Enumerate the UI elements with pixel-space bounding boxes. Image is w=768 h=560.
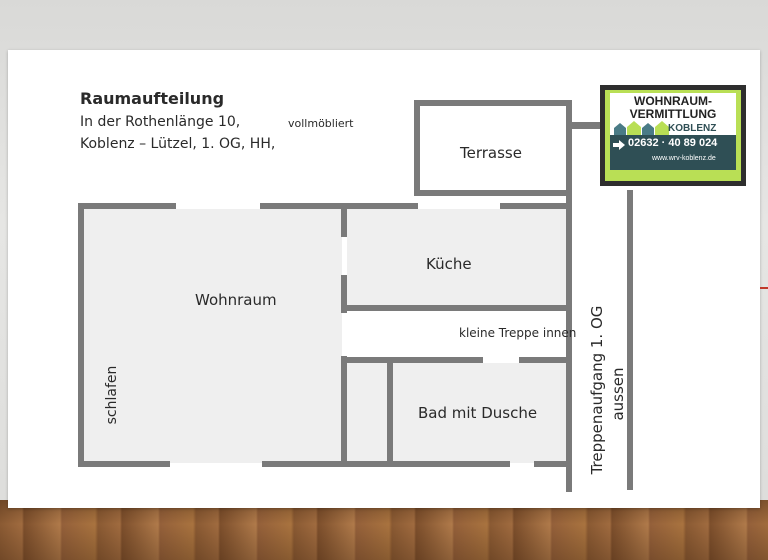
wall-bottom-mid — [262, 461, 510, 467]
wall-terrace-left — [414, 100, 420, 196]
plan-title: Raumaufteilung — [80, 89, 225, 108]
company-logo: WOHNRAUM- VERMITTLUNG KOBLENZ 02632 · 40… — [600, 85, 746, 186]
logo-panel: WOHNRAUM- VERMITTLUNG KOBLENZ 02632 · 40… — [610, 93, 736, 170]
address-line-1: In der Rothenlänge 10, — [80, 114, 241, 130]
wall-terrace-right — [566, 100, 572, 196]
room-bad-left — [347, 363, 389, 463]
edge-mark — [760, 287, 768, 289]
logo-contact-band: 02632 · 40 89 024 www.wrv-koblenz.de — [610, 135, 736, 170]
logo-line-1: WOHNRAUM- — [634, 94, 712, 108]
label-treppe-innen: kleine Treppe innen — [459, 326, 577, 340]
room-bad — [393, 363, 567, 463]
wall-wohn-bad — [341, 356, 347, 464]
houses-icon — [614, 121, 669, 137]
label-aussen: aussen — [609, 367, 627, 421]
logo-line-2: VERMITTLUNG — [629, 107, 717, 121]
logo-phone: 02632 · 40 89 024 — [628, 137, 718, 149]
wall-terrace-connector — [566, 122, 600, 129]
wall-terrace-bottom — [414, 190, 572, 196]
wooden-floor-background — [0, 500, 768, 560]
wall-terrace-top — [414, 100, 568, 106]
wall-bad-top-right — [519, 357, 572, 363]
logo-web: www.wrv-koblenz.de — [652, 155, 716, 162]
wall-bottom-left — [78, 461, 170, 467]
label-schlafen: schlafen — [104, 365, 120, 425]
wall-outside-stair — [627, 190, 633, 490]
room-kueche — [347, 209, 567, 305]
room-wohnraum — [84, 209, 342, 463]
wall-right-outer — [566, 196, 572, 492]
logo-city: KOBLENZ — [668, 123, 717, 134]
wall-top-right — [500, 203, 572, 209]
wall-bad-top-left — [341, 357, 483, 363]
furnished-label: vollmöbliert — [288, 117, 354, 130]
wall-wohn-kueche-lower — [341, 275, 347, 313]
label-kueche: Küche — [426, 255, 472, 273]
wall-top-mid — [260, 203, 418, 209]
label-bad: Bad mit Dusche — [418, 404, 538, 422]
wall-wohn-kueche-upper — [341, 203, 347, 237]
label-terrasse: Terrasse — [460, 144, 522, 162]
address-line-2: Koblenz – Lützel, 1. OG, HH, — [80, 136, 276, 152]
logo-green-frame: WOHNRAUM- VERMITTLUNG KOBLENZ 02632 · 40… — [605, 90, 741, 181]
arrow-right-icon — [613, 140, 625, 150]
wall-bottom-right — [534, 461, 572, 467]
wall-left-outer — [78, 203, 84, 466]
label-treppenaufgang: Treppenaufgang 1. OG — [588, 305, 606, 475]
wall-bad-divider — [387, 363, 393, 463]
wall-top-left — [78, 203, 176, 209]
wall-kueche-bottom — [341, 305, 572, 311]
label-wohnraum: Wohnraum — [195, 291, 277, 309]
